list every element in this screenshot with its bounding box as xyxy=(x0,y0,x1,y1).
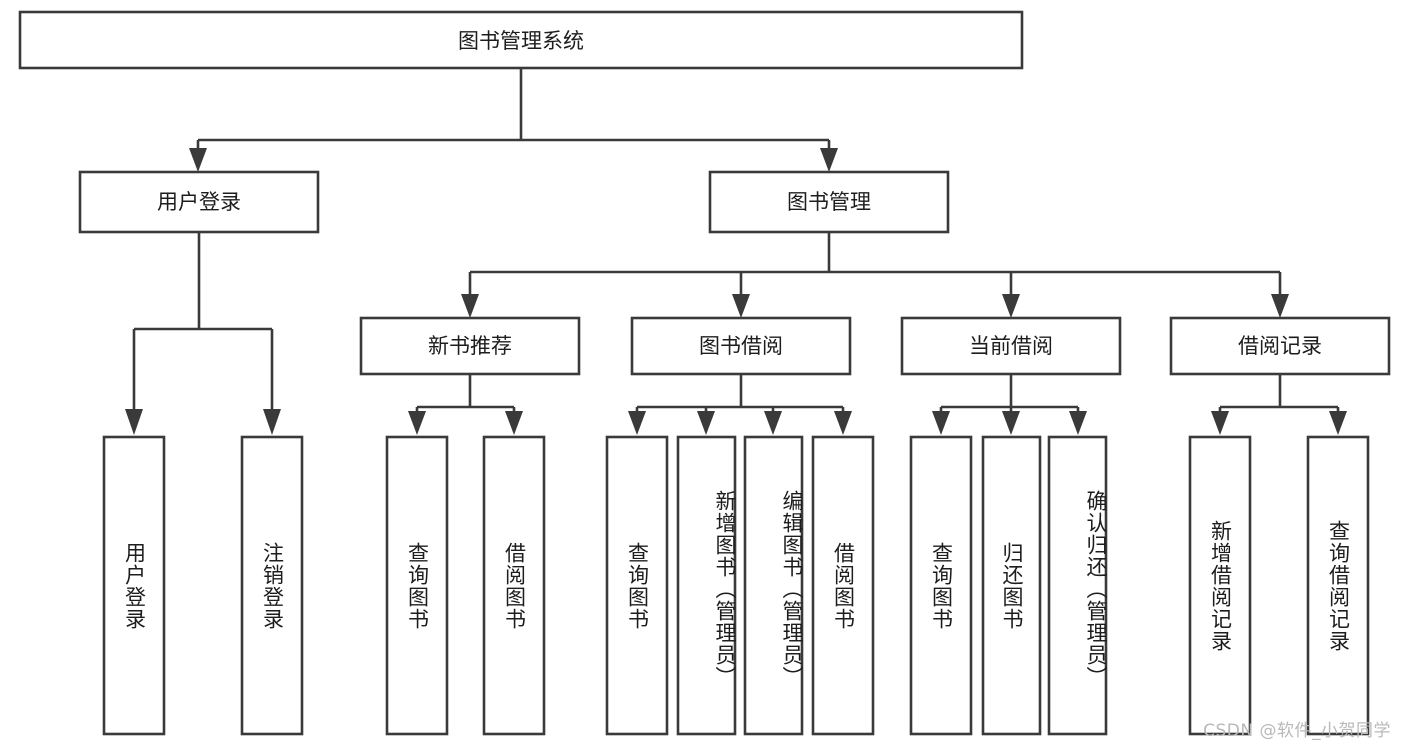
arrow-to-leaf-add-book xyxy=(697,411,715,435)
csdn-watermark: CSDN @软件_小贺同学 xyxy=(1203,721,1391,741)
arrow-to-leaf-add-record xyxy=(1211,411,1229,435)
arrow-to-leaf-user-login xyxy=(125,409,143,435)
arrow-to-current-borrow xyxy=(1002,294,1020,318)
node-label-new-book-recommend: 新书推荐 xyxy=(428,334,512,358)
arrow-to-book-mgmt xyxy=(820,148,838,172)
node-label-root: 图书管理系统 xyxy=(458,29,584,53)
node-book-borrow[interactable]: 图书借阅 xyxy=(630,316,852,376)
arrow-to-book-borrow xyxy=(732,294,750,318)
node-label-user-login: 用户登录 xyxy=(157,190,241,214)
node-box-leaf-user-login[interactable] xyxy=(102,435,166,736)
arrow-to-new-book-rec xyxy=(461,294,479,318)
node-box-borrow-record[interactable] xyxy=(1169,316,1391,376)
arrow-to-leaf-query-record xyxy=(1329,411,1347,435)
arrow-to-user-login xyxy=(189,148,207,172)
node-label-current-borrow: 当前借阅 xyxy=(969,334,1053,358)
node-box-leaf-query-record[interactable] xyxy=(1306,435,1370,736)
node-label-book-management: 图书管理 xyxy=(787,190,871,214)
node-box-leaf-query-book-3[interactable] xyxy=(909,435,973,736)
node-box-leaf-return-book[interactable] xyxy=(981,435,1042,736)
node-box-leaf-borrow-book-2[interactable] xyxy=(811,435,875,736)
node-label-book-borrow: 图书借阅 xyxy=(699,334,783,358)
arrow-to-leaf-borrow-book-1 xyxy=(505,411,523,435)
node-current-borrow[interactable]: 当前借阅 xyxy=(900,316,1122,376)
arrow-to-leaf-query-book-3 xyxy=(932,411,950,435)
connector-lines xyxy=(125,68,1347,435)
node-box-leaf-borrow-book-1[interactable] xyxy=(482,435,546,736)
arrow-to-leaf-confirm-return xyxy=(1069,411,1087,435)
node-box-leaf-query-book-1[interactable] xyxy=(385,435,449,736)
arrow-to-borrow-record xyxy=(1271,294,1289,318)
node-box-current-borrow[interactable] xyxy=(900,316,1122,376)
node-box-new-book-recommend[interactable] xyxy=(359,316,581,376)
arrow-to-leaf-edit-book xyxy=(764,411,782,435)
node-box-leaf-add-book[interactable] xyxy=(676,435,737,736)
node-user-login[interactable]: 用户登录 xyxy=(78,170,320,234)
arrow-to-leaf-query-book-2 xyxy=(628,411,646,435)
node-box-user-login[interactable] xyxy=(78,170,320,234)
node-box-leaf-logout[interactable] xyxy=(240,435,304,736)
node-new-book-recommend[interactable]: 新书推荐 xyxy=(359,316,581,376)
arrow-to-leaf-query-book-1 xyxy=(408,411,426,435)
node-borrow-record[interactable]: 借阅记录 xyxy=(1169,316,1391,376)
node-root-book-management-system[interactable]: 图书管理系统 xyxy=(18,10,1024,70)
node-box-root[interactable] xyxy=(18,10,1024,70)
arrow-to-leaf-return-book xyxy=(1002,411,1020,435)
node-label-borrow-record: 借阅记录 xyxy=(1238,334,1322,358)
node-box-leaf-confirm-return[interactable] xyxy=(1047,435,1108,736)
node-box-book-borrow[interactable] xyxy=(630,316,852,376)
arrow-to-leaf-borrow-book-2 xyxy=(834,411,852,435)
node-box-leaf-query-book-2[interactable] xyxy=(605,435,669,736)
node-box-leaf-add-record[interactable] xyxy=(1188,435,1252,736)
node-box-leaf-edit-book[interactable] xyxy=(743,435,804,736)
node-box-book-management[interactable] xyxy=(708,170,950,234)
node-book-management[interactable]: 图书管理 xyxy=(708,170,950,234)
arrow-to-leaf-logout xyxy=(263,409,281,435)
